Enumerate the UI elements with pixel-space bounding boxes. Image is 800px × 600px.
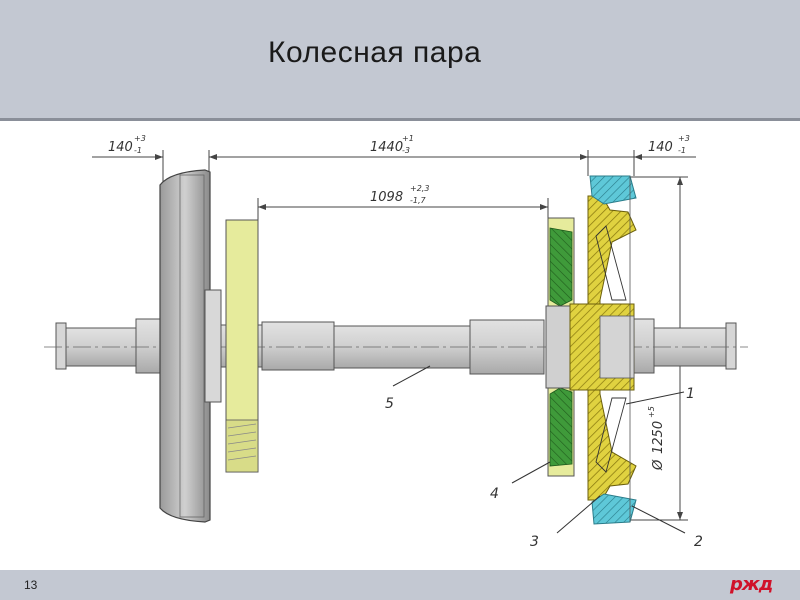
dim-tol-lower: -1: [678, 146, 686, 155]
right-gear-disk: [545, 217, 589, 477]
page-title: Колесная пара: [268, 36, 482, 69]
left-gear-disk: [225, 219, 259, 473]
callout-2: 2: [694, 534, 703, 550]
dim-value: 1440: [370, 140, 403, 155]
slide-footer: 13 ржд: [0, 570, 800, 600]
dimension-axle-span: 1440 +1 -3: [370, 134, 414, 155]
axle: [44, 318, 748, 375]
dim-tol: +5: [647, 406, 656, 418]
dim-value: 140: [108, 140, 133, 155]
wheelset-diagram: 140 +3 -1 1440 +1 -3 140 +3 -1 1098 +2,3…: [44, 134, 748, 550]
callout-4: 4: [490, 486, 499, 502]
page-number: 13: [24, 578, 38, 592]
callout-3: 3: [530, 534, 539, 550]
right-wheel-hub: [569, 195, 637, 501]
callout-leaders: [392, 365, 686, 534]
dimension-left-gauge: 140 +3 -1: [108, 134, 146, 155]
dim-tol-upper: +3: [678, 134, 690, 143]
callout-1: 1: [686, 386, 695, 402]
header-divider: [0, 118, 800, 121]
dim-value: 1098: [370, 190, 403, 205]
left-wheel: [159, 169, 222, 523]
dimension-right-gauge: 140 +3 -1: [648, 134, 690, 155]
callout-labels: 5 4 3 2 1: [385, 386, 703, 550]
dim-tol-upper: +1: [402, 134, 414, 143]
dim-tol-upper: +2,3: [410, 184, 429, 193]
dimension-inner-span: 1098 +2,3 -1,7: [370, 184, 429, 205]
dimension-arrows: [155, 154, 683, 520]
dimension-diameter: Ø 1250 +5: [647, 406, 666, 471]
right-wheel-rim: [589, 175, 637, 525]
dim-value: 140: [648, 140, 673, 155]
dim-value: 1250: [651, 421, 666, 454]
callout-5: 5: [385, 396, 394, 412]
dim-tol-lower: -3: [402, 146, 410, 155]
slide-header: Колесная пара: [0, 0, 800, 120]
dim-tol-upper: +3: [134, 134, 146, 143]
dim-tol-lower: -1: [134, 146, 142, 155]
rzd-logo: ржд: [730, 574, 773, 595]
dim-symbol: Ø: [651, 459, 666, 471]
dim-tol-lower: -1,7: [410, 196, 427, 205]
